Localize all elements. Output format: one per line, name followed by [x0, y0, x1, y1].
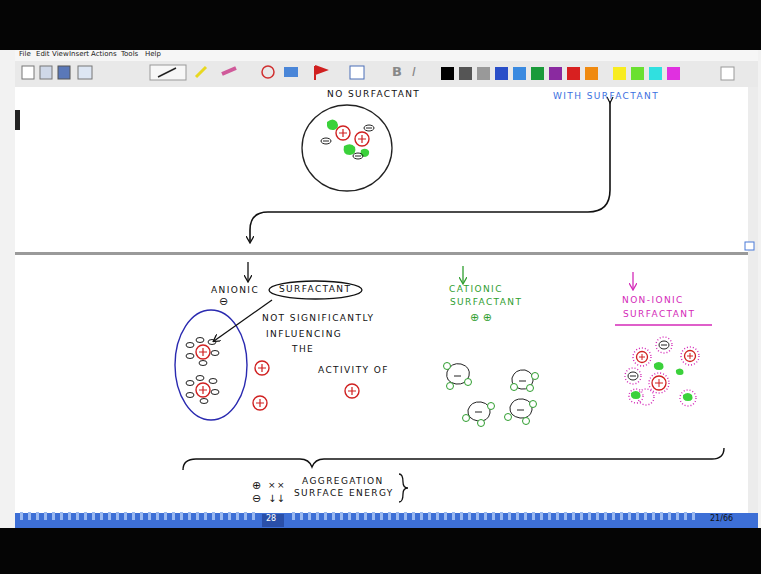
- toolbar-icons: [22, 65, 364, 80]
- text-label: ⊖: [252, 493, 261, 505]
- text-label: INFLUENCING: [266, 330, 342, 340]
- node-text: NO SURFACTANT: [327, 90, 420, 100]
- scrollbar: [748, 87, 758, 513]
- toolbar: [15, 61, 758, 87]
- node-text: AGGREGATION: [302, 477, 394, 487]
- no-surfactant-particles: [321, 120, 374, 160]
- text-label: ⊖: [219, 296, 228, 308]
- canvas: [15, 87, 748, 513]
- cationic-illustration: [444, 363, 539, 427]
- node-outline: [300, 90, 440, 194]
- node-text: SURFACE ENERGY: [294, 489, 394, 499]
- text-label: ⊕: [252, 480, 261, 492]
- down-arrow: [247, 262, 248, 281]
- text-label: WITH SURFACTANT: [553, 92, 659, 102]
- page-divider: [15, 252, 748, 255]
- outline-circle: [302, 105, 392, 191]
- circled-term: SURFACTANT: [268, 280, 363, 300]
- color-palette: [441, 67, 734, 80]
- page-marker: [262, 514, 284, 527]
- resize-handle: [745, 242, 754, 250]
- text-label: ACTIVITY OF: [318, 366, 389, 376]
- page-bar: [15, 513, 758, 528]
- text-label: NON-IONIC: [622, 296, 684, 306]
- page-ticks: [20, 512, 695, 520]
- text-label: ANIONIC: [211, 286, 259, 296]
- flow-line: [250, 101, 610, 242]
- down-arrow: [462, 266, 463, 283]
- result-group: AGGREGATIONSURFACE ENERGY: [302, 477, 412, 499]
- text-label: SURFACTANT: [450, 298, 522, 308]
- text-label: Help: [145, 51, 161, 59]
- bottom-bar: [0, 528, 761, 574]
- side-mark: [15, 110, 20, 130]
- text-label: 21/66: [710, 515, 733, 524]
- underline: [615, 324, 712, 325]
- outline-brace: [399, 474, 408, 502]
- text-label: File: [19, 51, 31, 59]
- text-label: ××: [268, 481, 286, 491]
- text-label: ↓↓: [268, 493, 285, 504]
- text-label: Tools: [121, 51, 138, 59]
- text-label: SURFACTANT: [623, 310, 695, 320]
- menu-strip: [15, 50, 758, 61]
- text-label: Edit: [36, 51, 50, 59]
- text-label: I: [412, 65, 416, 79]
- text-label: Insert: [69, 51, 89, 59]
- non-ionic-illustration: [625, 337, 699, 406]
- text-label: THE: [292, 345, 314, 355]
- text-label: B: [392, 65, 402, 79]
- text-label: NOT SIGNIFICANTLY: [262, 314, 375, 324]
- text-label: 28: [266, 515, 276, 524]
- text-label: CATIONIC: [449, 285, 503, 295]
- brace: [183, 448, 724, 470]
- node-text: SURFACTANT: [279, 285, 352, 295]
- text-label: View: [52, 51, 69, 59]
- text-label: ⊕ ⊕: [470, 312, 492, 324]
- particle-circle: NO SURFACTANT: [300, 90, 440, 194]
- text-label: Actions: [91, 51, 117, 59]
- top-bar: [0, 0, 761, 50]
- outline-ellipse: [269, 281, 362, 299]
- down-arrow: [632, 272, 633, 289]
